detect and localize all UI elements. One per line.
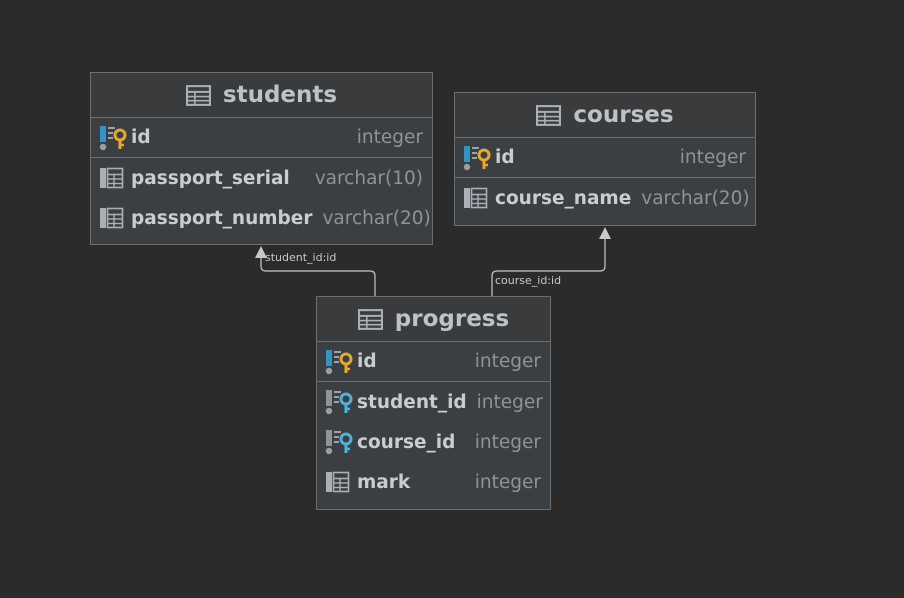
relation-progress-students[interactable] (255, 246, 376, 296)
column-name: mark (357, 471, 411, 493)
column-type: integer (356, 127, 423, 148)
column-icon (325, 469, 357, 495)
column-name: course_id (357, 431, 456, 453)
table-progress[interactable]: progress id integer student_id integer c… (316, 296, 551, 510)
table-icon (536, 105, 561, 126)
column-type: integer (476, 391, 543, 413)
column-type: integer (474, 471, 541, 493)
column-icon (463, 185, 495, 211)
table-students[interactable]: students id integer passport_serial varc… (90, 72, 433, 245)
relation-line (260, 256, 376, 296)
column-name: passport_number (131, 207, 313, 229)
foreign-key-icon (325, 389, 357, 415)
column-name: id (357, 351, 377, 372)
primary-key-icon (99, 125, 131, 151)
column-name: student_id (357, 391, 467, 413)
column-name: course_name (495, 187, 632, 209)
column-row-student-id[interactable]: student_id integer (317, 382, 550, 422)
column-type: integer (679, 147, 746, 168)
column-type: varchar(10) (314, 167, 423, 189)
column-row-id[interactable]: id integer (91, 118, 432, 158)
foreign-key-icon (325, 429, 357, 455)
relation-label-course-id: course_id:id (495, 274, 562, 287)
primary-key-icon (325, 349, 357, 375)
column-name: passport_serial (131, 167, 290, 189)
column-row-course-id[interactable]: course_id integer (317, 422, 550, 462)
relation-arrowhead (599, 227, 611, 239)
column-row-passport-serial[interactable]: passport_serial varchar(10) (91, 158, 432, 198)
column-row-id[interactable]: id integer (317, 342, 550, 382)
table-courses[interactable]: courses id integer course_name varchar(2… (454, 92, 756, 226)
column-row-passport-number[interactable]: passport_number varchar(20) (91, 198, 432, 238)
primary-key-icon (463, 145, 495, 171)
relation-line (491, 237, 606, 296)
table-title: courses (573, 102, 674, 128)
column-icon (99, 165, 131, 191)
table-title: students (222, 82, 338, 108)
column-icon (99, 205, 131, 231)
column-type: integer (474, 431, 541, 453)
relation-label-student-id: student_id:id (265, 251, 337, 264)
column-name: id (131, 127, 151, 148)
column-row-mark[interactable]: mark integer (317, 462, 550, 502)
table-icon (186, 85, 211, 106)
table-header: courses (455, 93, 755, 138)
column-row-id[interactable]: id integer (455, 138, 755, 178)
table-icon (358, 309, 383, 330)
table-title: progress (394, 306, 510, 332)
relation-arrowhead (255, 246, 267, 258)
column-type: varchar(20) (641, 187, 750, 209)
column-type: integer (474, 351, 541, 372)
table-header: progress (317, 297, 550, 342)
table-header: students (91, 73, 432, 118)
column-name: id (495, 147, 515, 168)
column-row-course-name[interactable]: course_name varchar(20) (455, 178, 755, 218)
column-type: varchar(20) (322, 207, 431, 229)
relation-progress-courses[interactable] (491, 227, 611, 296)
